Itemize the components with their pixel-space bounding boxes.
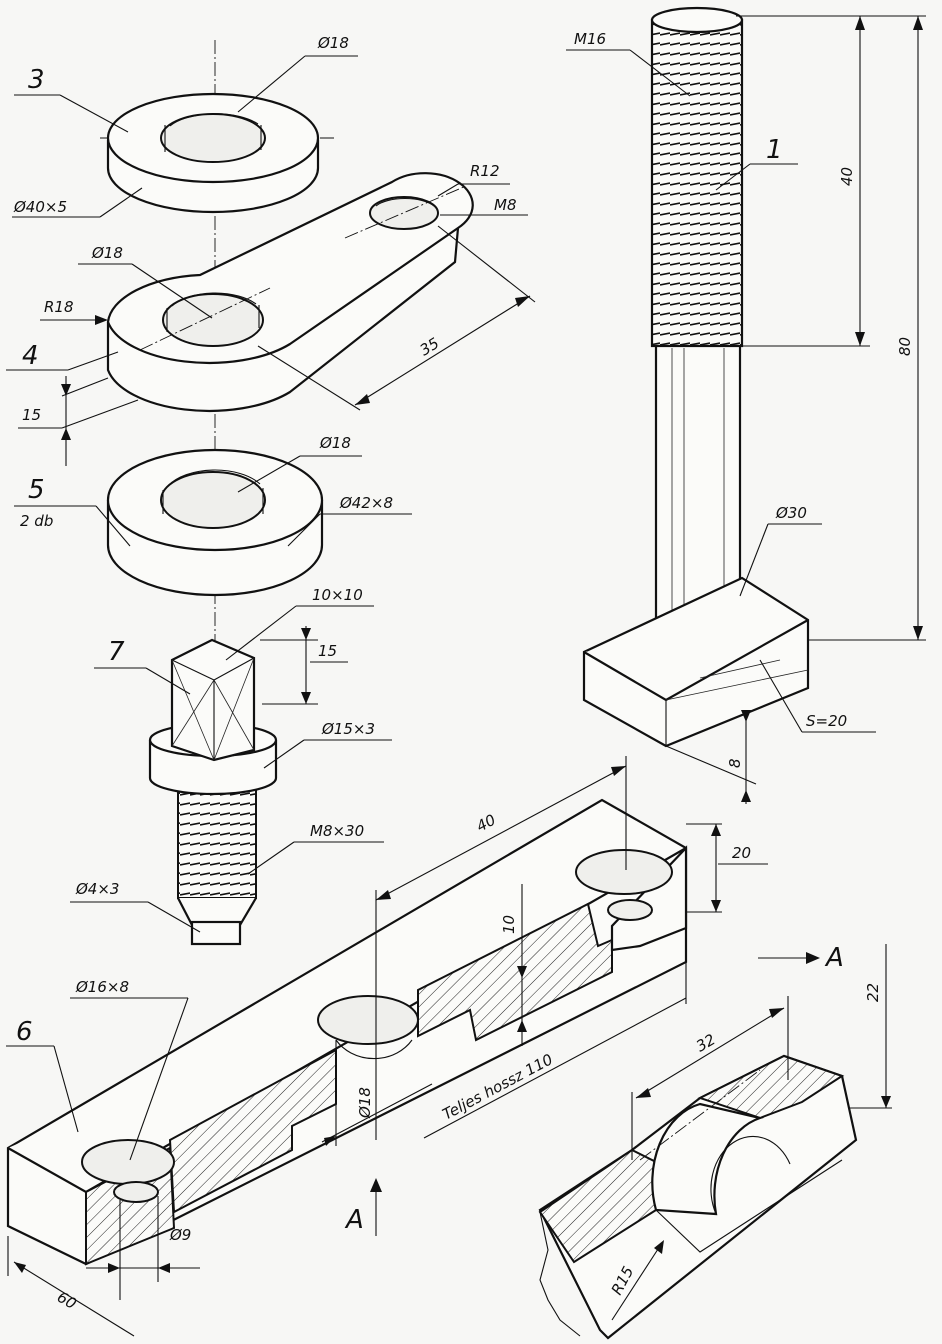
part-3-size-label: Ø40×5 [13, 198, 67, 216]
part-4-lever [106, 172, 474, 413]
part-7-tip-label: Ø4×3 [75, 880, 119, 898]
part-1-bolt [582, 6, 810, 748]
part-3-hole-label: Ø18 [317, 34, 349, 52]
section-a-view [538, 1054, 858, 1340]
part-4-center-distance-label: 35 [417, 334, 443, 359]
part-6-base-bar [6, 798, 688, 1266]
section-length-label: 32 [693, 1030, 719, 1055]
part-6-width-label: 60 [54, 1288, 80, 1313]
section-marker-bottom: A [344, 1205, 364, 1235]
part-4-thread-label: M8 [494, 196, 517, 214]
part-7-pin [148, 638, 278, 946]
part-7-collar-label: Ø15×3 [321, 720, 375, 738]
part-3-washer [100, 40, 335, 740]
part-1-number: 1 [766, 135, 783, 165]
part-7-square-label: 10×10 [312, 586, 363, 604]
part-7-number: 7 [108, 637, 125, 667]
part-6-spacing-label: 40 [473, 811, 498, 836]
part-6-small-hole-label: Ø9 [169, 1226, 191, 1244]
part-5-number: 5 [28, 475, 45, 505]
part-1-head-width-label: S=20 [806, 712, 847, 730]
part-7-square-length-label: 15 [318, 642, 337, 660]
part-6-height-label: 20 [732, 844, 751, 862]
part-1-head-diameter-label: Ø30 [775, 504, 807, 522]
part-4-radius-small-label: R12 [470, 162, 500, 180]
part-1-thread-length-label: 40 [838, 167, 856, 186]
part-5-size-label: Ø42×8 [339, 494, 393, 512]
part-6-mid-hole-label: Ø18 [356, 1087, 374, 1119]
part-4-hole-label: Ø18 [91, 244, 123, 262]
part-6-depth-label: 10 [500, 915, 518, 934]
section-marker-right: A [824, 943, 844, 973]
part-4-thickness-label: 15 [22, 406, 41, 424]
part-7-thread-label: M8×30 [310, 822, 364, 840]
part-6-counterbore-label: Ø16×8 [75, 978, 129, 996]
part-1-thread-label: M16 [574, 30, 606, 48]
part-4-radius-big-label: R18 [44, 298, 74, 316]
part-3-number: 3 [28, 65, 45, 95]
part-5-quantity: 2 db [20, 512, 53, 530]
part-1-total-length-label: 80 [896, 337, 914, 356]
part-5-hole-label: Ø18 [319, 434, 351, 452]
part-5-washer [106, 448, 324, 597]
part-1-head-height-label: 8 [726, 758, 744, 768]
section-height-label: 22 [864, 983, 882, 1002]
part-4-number: 4 [22, 341, 39, 371]
part-6-number: 6 [16, 1017, 33, 1047]
